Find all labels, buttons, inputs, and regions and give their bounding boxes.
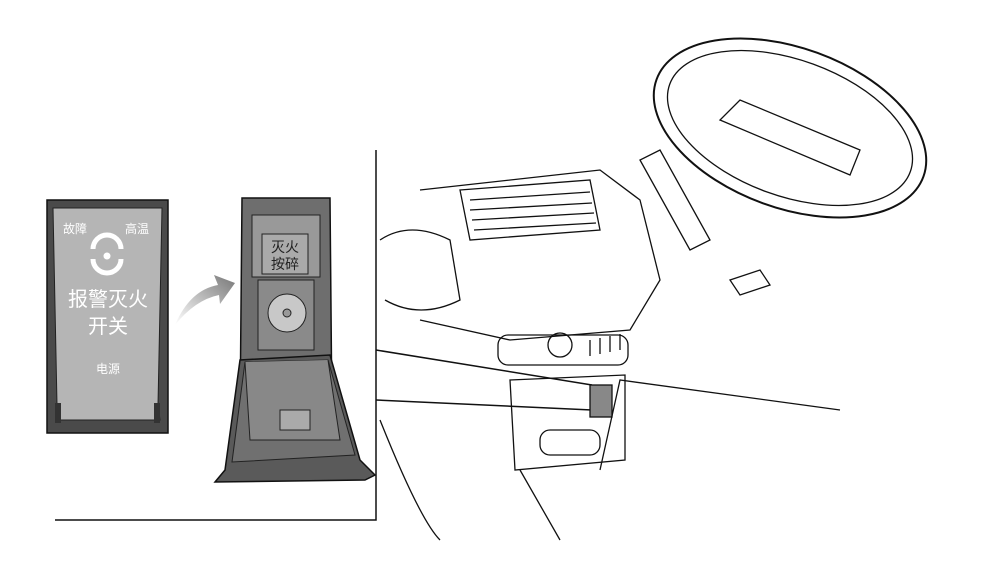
open-cover-switch	[213, 197, 377, 483]
switch-title-line2: 开关	[88, 314, 128, 338]
cover-label-line1: 灭火	[271, 240, 299, 256]
indicator-fault-label: 故障	[63, 222, 88, 236]
callout-frame	[55, 150, 593, 521]
indicator-power-label: 电源	[95, 362, 120, 376]
cover-label-line2: 按碎	[271, 257, 299, 273]
indicator-high-temp-label: 高温	[125, 222, 150, 236]
alarm-switch-panel	[46, 199, 169, 434]
switch-title-line1: 报警灭火	[68, 287, 148, 311]
arrow-icon	[175, 275, 235, 325]
dashboard-drawing	[379, 37, 928, 541]
alarm-indicator-icon	[90, 232, 124, 276]
